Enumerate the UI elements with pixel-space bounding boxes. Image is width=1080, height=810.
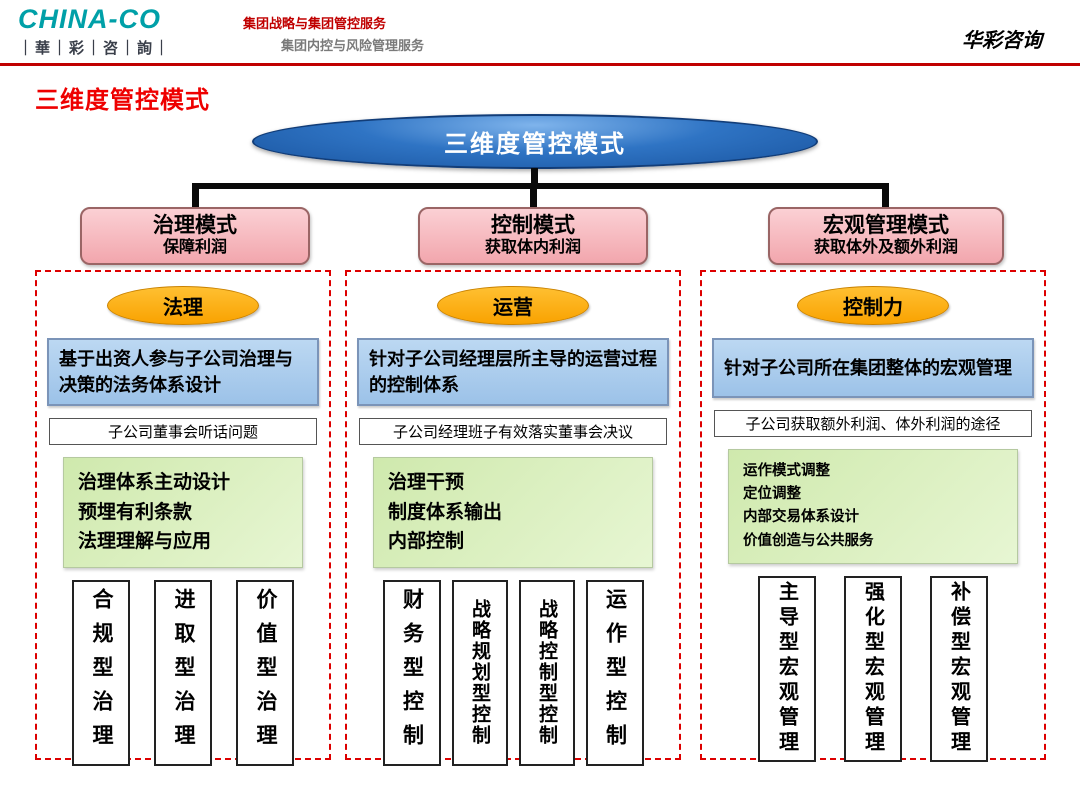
page-title: 三维度管控模式 xyxy=(35,87,210,114)
connector-horizontal xyxy=(192,183,889,189)
brand-name: 华彩咨询 xyxy=(962,30,1042,52)
mode-title: 控制模式 xyxy=(491,214,575,238)
type-box: 强化型宏观管理 xyxy=(844,575,902,762)
connector-root-stem xyxy=(531,168,538,185)
actions-box: 运作模式调整 定位调整 内部交易体系设计 价值创造与公共服务 xyxy=(728,449,1018,564)
mode-box-macro: 宏观管理模式 获取体外及额外利润 xyxy=(768,207,1004,265)
issue-box: 子公司获取额外利润、体外利润的途径 xyxy=(714,410,1032,437)
mode-title: 宏观管理模式 xyxy=(823,214,949,238)
type-box: 补偿型宏观管理 xyxy=(930,575,988,762)
types-row: 主导型宏观管理 强化型宏观管理 补偿型宏观管理 xyxy=(702,575,1044,762)
mode-subtitle: 获取体内利润 xyxy=(484,239,581,257)
mode-box-governance: 治理模式 保障利润 xyxy=(80,207,310,265)
dimension-ellipse: 控制力 xyxy=(797,286,949,325)
connector-branch-1 xyxy=(192,183,199,209)
mode-subtitle: 获取体外及额外利润 xyxy=(813,239,958,257)
types-row: 合规型治理 进取型治理 价值型治理 xyxy=(37,579,329,766)
root-node: 三维度管控模式 xyxy=(252,114,818,169)
type-box: 进取型治理 xyxy=(154,579,212,766)
type-box: 战略规划型控制 xyxy=(451,579,508,766)
description-box: 针对子公司所在集团整体的宏观管理 xyxy=(712,338,1034,398)
service-line-2: 集团内控与风险管理服务 xyxy=(281,38,425,53)
header-services: 集团战略与集团管控服务 集团内控与风险管理服务 xyxy=(243,13,424,54)
header-divider xyxy=(0,63,1080,66)
actions-box: 治理干预 制度体系输出 内部控制 xyxy=(373,457,653,568)
description-box: 基于出资人参与子公司治理与决策的法务体系设计 xyxy=(47,338,319,407)
connector-branch-2 xyxy=(530,183,537,209)
type-box: 价值型治理 xyxy=(236,579,294,766)
dimension-ellipse: 运营 xyxy=(437,286,589,325)
type-box: 主导型宏观管理 xyxy=(758,575,816,762)
header: CHINA-CO ｜華｜彩｜咨｜詢｜ 集团战略与集团管控服务 集团内控与风险管理… xyxy=(0,0,1080,62)
issue-box: 子公司董事会听话问题 xyxy=(49,418,317,446)
type-box: 合规型治理 xyxy=(72,579,130,766)
logo-title: CHINA-CO xyxy=(18,4,161,34)
dimension-ellipse: 法理 xyxy=(107,286,259,325)
column-macro: 控制力 针对子公司所在集团整体的宏观管理 子公司获取额外利润、体外利润的途径 运… xyxy=(700,270,1046,762)
actions-box: 治理体系主动设计 预埋有利条款 法理理解与应用 xyxy=(63,457,303,568)
logo-subtitle: ｜華｜彩｜咨｜詢｜ xyxy=(18,40,172,57)
types-row: 财务型控制 战略规划型控制 战略控制型控制 运作型控制 xyxy=(347,579,679,766)
type-box: 运作型控制 xyxy=(585,579,644,766)
company-logo: CHINA-CO ｜華｜彩｜咨｜詢｜ xyxy=(18,4,171,58)
mode-title: 治理模式 xyxy=(153,214,237,238)
mode-box-control: 控制模式 获取体内利润 xyxy=(418,207,648,265)
description-box: 针对子公司经理层所主导的运营过程的控制体系 xyxy=(357,338,669,407)
column-control: 运营 针对子公司经理层所主导的运营过程的控制体系 子公司经理班子有效落实董事会决… xyxy=(345,270,681,766)
connector-branch-3 xyxy=(882,183,889,209)
column-governance: 法理 基于出资人参与子公司治理与决策的法务体系设计 子公司董事会听话问题 治理体… xyxy=(35,270,331,766)
issue-box: 子公司经理班子有效落实董事会决议 xyxy=(359,418,667,446)
type-box: 战略控制型控制 xyxy=(518,579,575,766)
service-line-1: 集团战略与集团管控服务 xyxy=(243,16,387,31)
type-box: 财务型控制 xyxy=(382,579,441,766)
mode-subtitle: 保障利润 xyxy=(162,239,227,257)
